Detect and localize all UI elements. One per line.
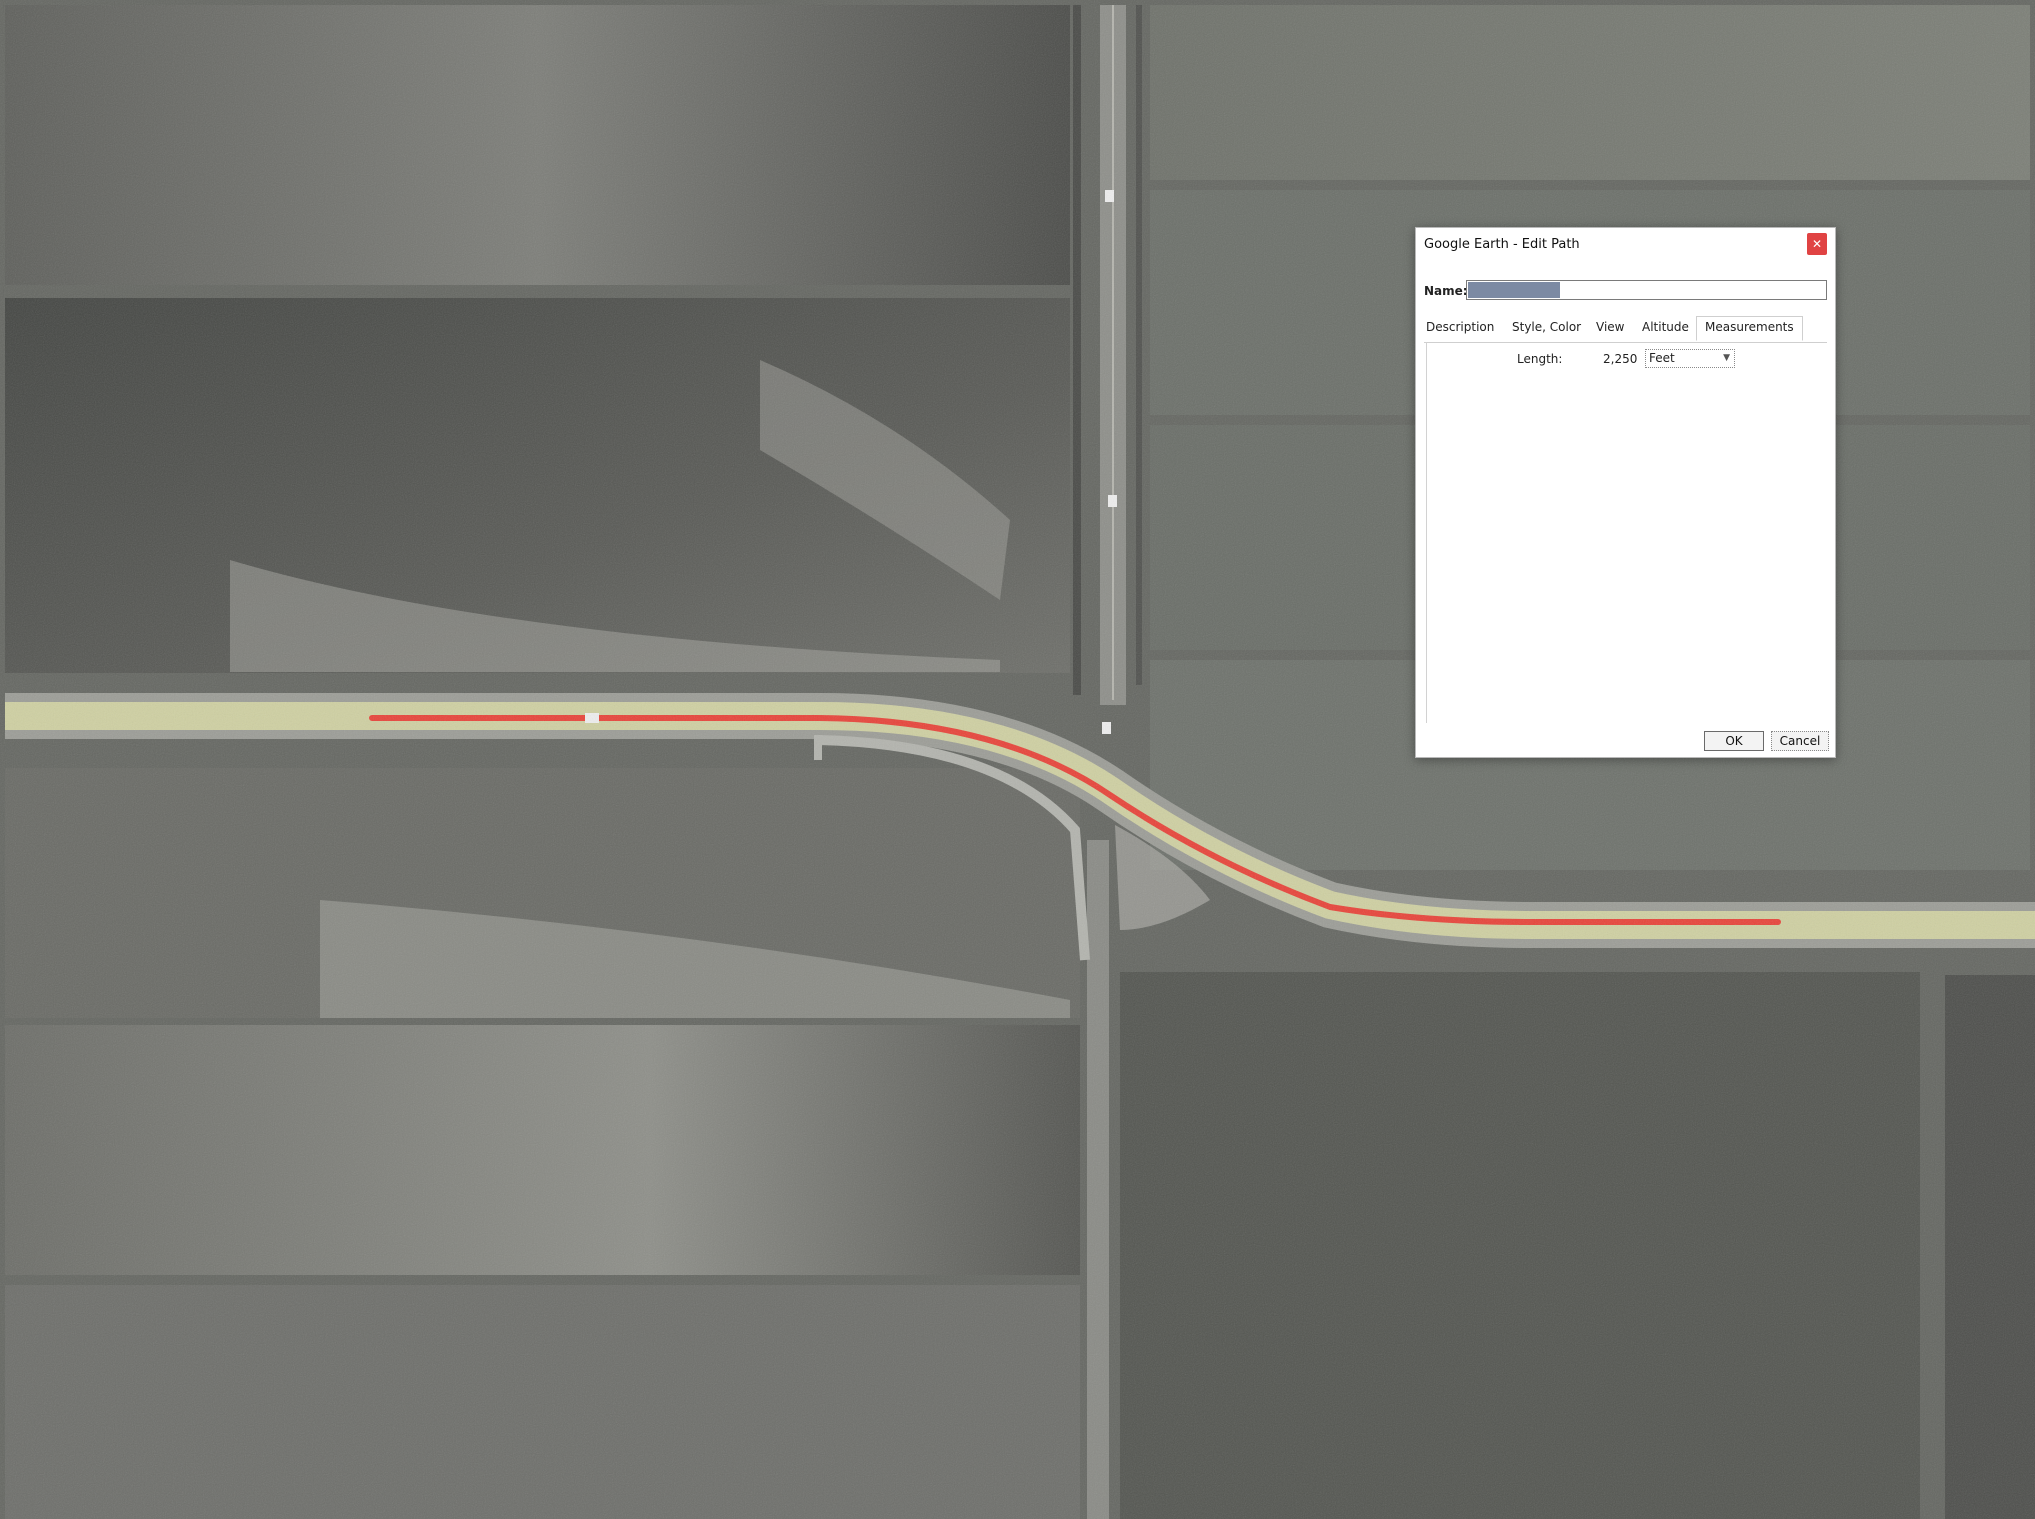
dialog-title: Google Earth - Edit Path	[1424, 237, 1580, 252]
ok-button[interactable]: OK	[1704, 731, 1764, 751]
tab-style-color[interactable]: Style, Color	[1512, 320, 1582, 334]
tab-view[interactable]: View	[1596, 320, 1625, 334]
close-icon[interactable]: ✕	[1807, 233, 1827, 255]
name-label: Name:	[1424, 284, 1468, 298]
dialog-tabs: Description Style, Color View Altitude M…	[1424, 316, 1827, 343]
tab-altitude[interactable]: Altitude	[1642, 320, 1689, 334]
dialog-title-bar[interactable]: Google Earth - Edit Path ✕	[1416, 228, 1835, 266]
tab-measurements[interactable]: Measurements	[1696, 316, 1803, 341]
chevron-down-icon: ▼	[1723, 353, 1730, 363]
measurements-panel: Length: 2,250 Feet ▼	[1426, 342, 1827, 723]
length-value: 2,250	[1603, 352, 1638, 366]
tab-description[interactable]: Description	[1426, 320, 1495, 334]
unit-dropdown[interactable]: Feet ▼	[1645, 349, 1735, 368]
length-label: Length:	[1517, 352, 1563, 366]
name-field-selected-text	[1468, 282, 1560, 298]
name-field[interactable]	[1466, 280, 1827, 300]
cancel-button[interactable]: Cancel	[1771, 731, 1829, 751]
unit-dropdown-value: Feet	[1649, 351, 1675, 365]
edit-path-dialog: Google Earth - Edit Path ✕ Name: Descrip…	[1415, 227, 1836, 758]
name-row: Name:	[1424, 280, 1827, 304]
